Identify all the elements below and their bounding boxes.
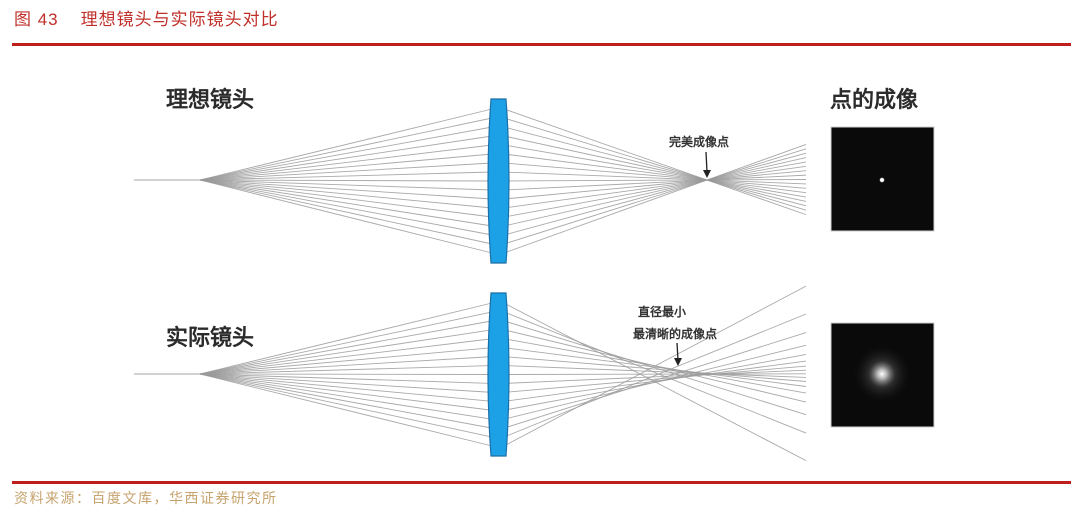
light-ray bbox=[503, 365, 807, 378]
light-ray bbox=[503, 152, 807, 236]
light-ray bbox=[503, 365, 807, 393]
light-ray bbox=[503, 162, 807, 189]
perfect-point-arrow bbox=[705, 151, 708, 173]
light-ray bbox=[199, 117, 493, 181]
actual-ray-fan bbox=[134, 285, 807, 462]
source-note: 资料来源：百度文库，华西证券研究所 bbox=[14, 491, 278, 507]
light-ray bbox=[199, 302, 493, 375]
bottom-divider bbox=[12, 481, 1071, 484]
light-ray bbox=[503, 161, 807, 218]
light-ray bbox=[199, 338, 493, 375]
actual-lens-label: 实际镜头 bbox=[166, 325, 254, 351]
light-ray bbox=[199, 144, 493, 181]
sharpest-point-arrow bbox=[676, 342, 679, 361]
figure-caption: 理想镜头与实际镜头对比 bbox=[80, 10, 279, 30]
light-ray bbox=[199, 373, 493, 393]
light-ray bbox=[503, 313, 807, 438]
light-ray bbox=[503, 344, 807, 420]
light-ray bbox=[199, 356, 493, 375]
min-diameter-label: 直径最小 bbox=[638, 304, 686, 319]
light-ray bbox=[199, 108, 493, 181]
light-ray bbox=[199, 373, 493, 411]
top-divider bbox=[12, 43, 1071, 46]
light-ray bbox=[503, 148, 807, 245]
light-ray bbox=[199, 126, 493, 181]
light-ray bbox=[199, 311, 493, 375]
light-ray bbox=[199, 373, 493, 402]
light-ray bbox=[503, 174, 807, 191]
light-ray bbox=[503, 332, 807, 429]
sharpest-point-label: 最清晰的成像点 bbox=[633, 326, 717, 341]
light-ray bbox=[199, 179, 493, 227]
light-ray bbox=[199, 179, 493, 254]
light-ray bbox=[503, 144, 807, 198]
light-ray bbox=[199, 347, 493, 375]
light-ray bbox=[199, 162, 493, 181]
light-ray bbox=[503, 171, 807, 185]
light-ray bbox=[199, 373, 493, 375]
light-ray bbox=[199, 329, 493, 375]
light-ray bbox=[503, 165, 807, 209]
light-ray bbox=[199, 179, 493, 191]
light-ray bbox=[199, 373, 493, 420]
arrow-head-icon bbox=[703, 170, 711, 178]
light-ray bbox=[199, 153, 493, 181]
light-ray bbox=[199, 135, 493, 181]
light-ray bbox=[503, 320, 807, 416]
arrow-head-icon bbox=[674, 358, 682, 366]
light-ray bbox=[503, 117, 807, 211]
light-ray bbox=[199, 179, 493, 209]
light-ray bbox=[503, 311, 807, 434]
light-ray bbox=[503, 108, 807, 216]
light-ray bbox=[503, 373, 807, 375]
light-ray bbox=[503, 143, 807, 254]
light-ray bbox=[199, 373, 493, 384]
ideal-lens-icon bbox=[487, 98, 510, 264]
light-ray bbox=[503, 360, 807, 402]
light-ray bbox=[503, 135, 807, 202]
light-ray bbox=[503, 369, 807, 384]
light-ray bbox=[199, 320, 493, 375]
light-ray bbox=[199, 373, 493, 447]
light-ray bbox=[199, 179, 493, 218]
light-ray bbox=[199, 373, 493, 438]
ideal-ray-fan bbox=[134, 108, 807, 254]
figure-title: 图 43 理想镜头与实际镜头对比 bbox=[14, 5, 279, 30]
figure-number: 图 43 bbox=[14, 10, 59, 29]
ideal-lens-label: 理想镜头 bbox=[166, 87, 254, 113]
light-ray bbox=[503, 179, 807, 182]
light-ray bbox=[503, 356, 807, 382]
light-ray bbox=[199, 179, 493, 182]
light-ray bbox=[199, 179, 493, 245]
light-ray bbox=[503, 170, 807, 200]
light-ray bbox=[503, 157, 807, 227]
sharp-spot-core bbox=[880, 178, 884, 182]
light-ray bbox=[503, 347, 807, 387]
light-ray bbox=[503, 153, 807, 194]
point-imaging-header: 点的成像 bbox=[830, 87, 919, 113]
light-ray bbox=[199, 365, 493, 375]
perfect-image-point-label: 完美成像点 bbox=[669, 134, 729, 149]
light-ray bbox=[199, 373, 493, 429]
light-ray bbox=[199, 179, 493, 200]
light-ray bbox=[199, 171, 493, 181]
actual-lens-icon bbox=[487, 292, 510, 457]
light-ray bbox=[503, 126, 807, 207]
light-ray bbox=[199, 179, 493, 236]
blurred-spot bbox=[852, 344, 912, 404]
light-ray bbox=[503, 285, 807, 447]
